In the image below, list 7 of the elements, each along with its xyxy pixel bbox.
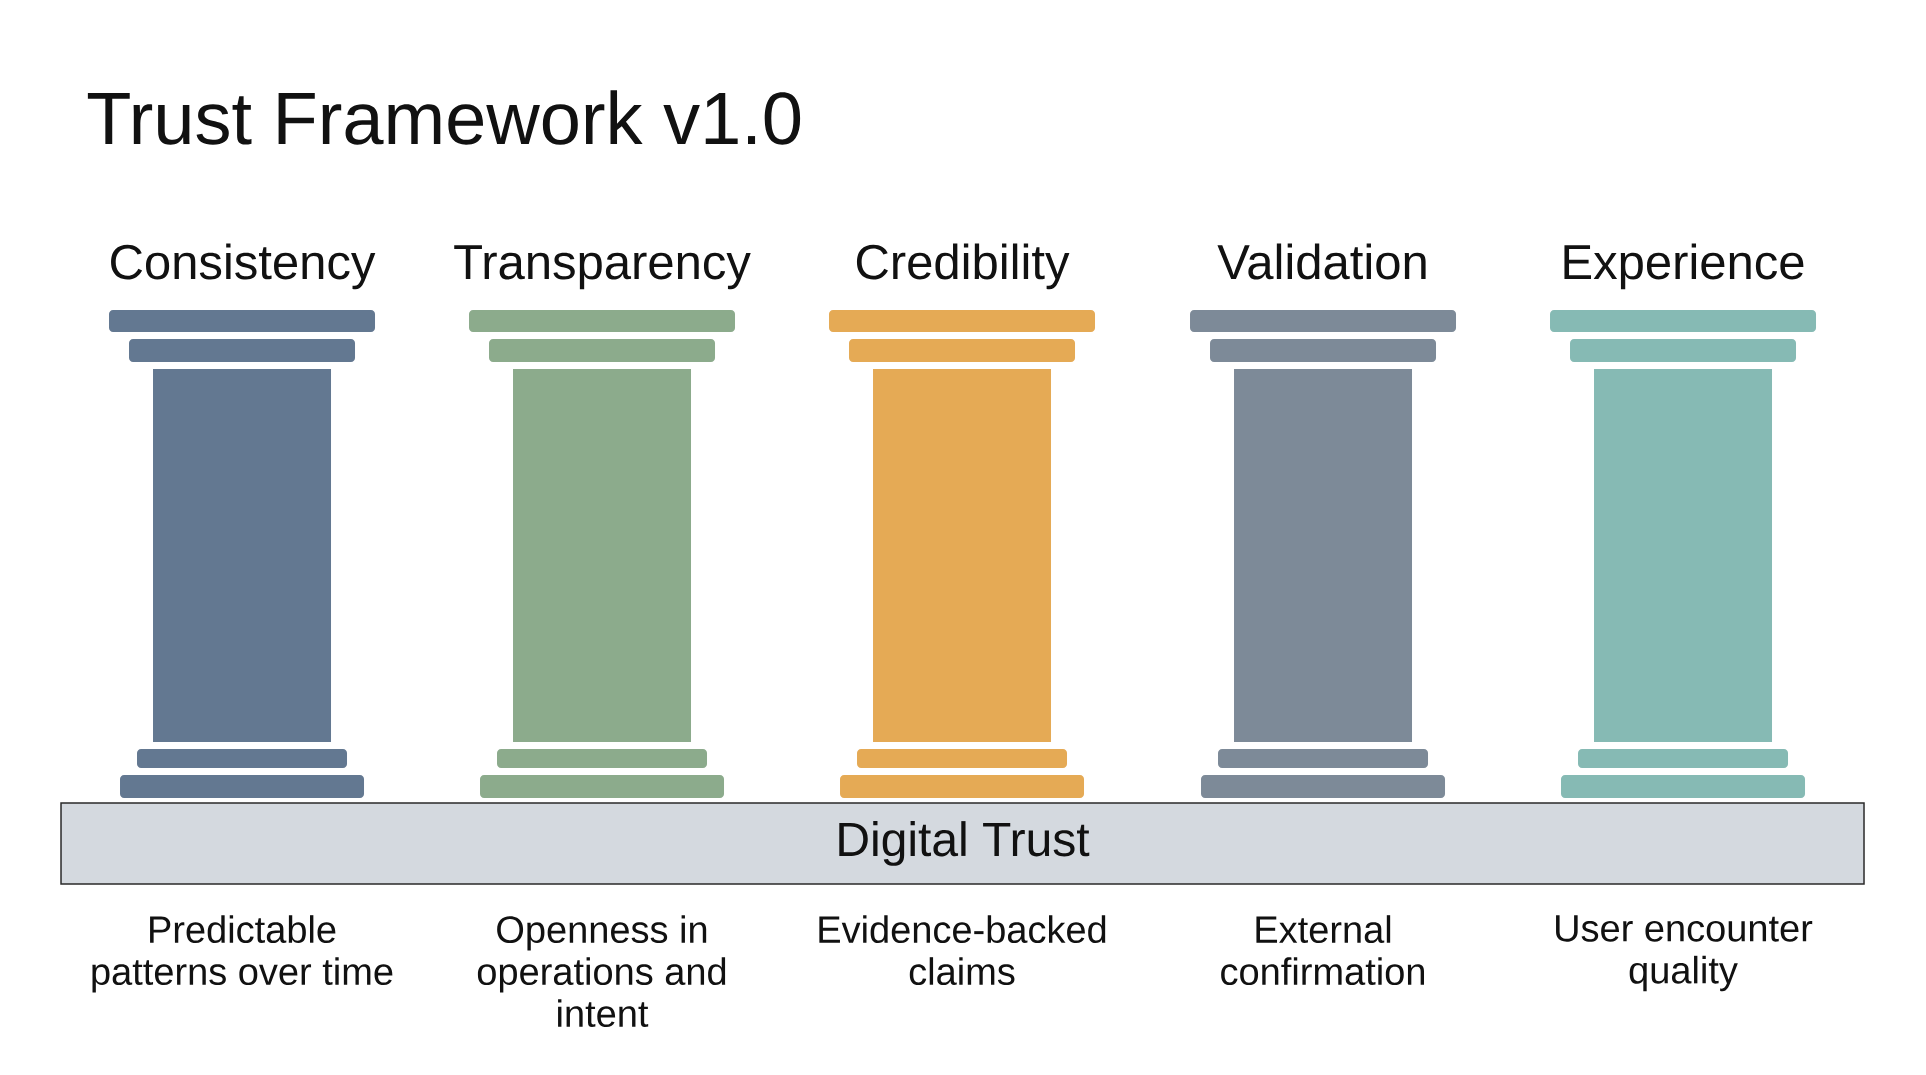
pillar-heading: Validation — [1217, 243, 1426, 280]
pillar-heading: Experience — [1564, 243, 1804, 290]
pillar-heading: Consistency — [111, 243, 376, 290]
pillar-heading: Transparency — [454, 245, 751, 290]
pillar-heading: Credibility — [856, 243, 1070, 290]
base-bar: Digital Trust — [60, 802, 1865, 885]
title: Trust Framework v1.0 — [87, 90, 801, 145]
